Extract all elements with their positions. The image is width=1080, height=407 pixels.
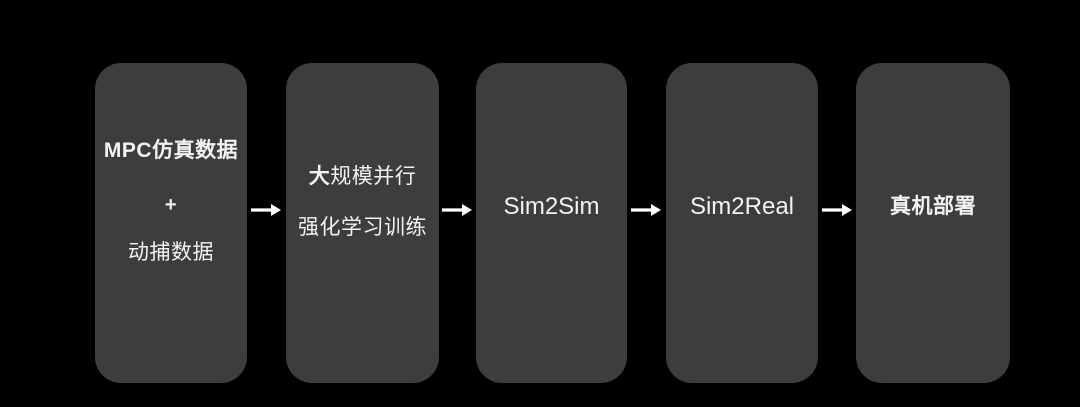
stage-label-line: 大规模并行: [309, 164, 417, 190]
stage-label-line: Sim2Sim: [503, 193, 600, 220]
right-arrow-icon: [441, 201, 473, 219]
stage-label: Sim2Sim: [503, 194, 599, 220]
stage-label-bold-part: 大: [308, 164, 331, 188]
stage-box-rl-training: 大规模并行 强化学习训练: [286, 63, 439, 383]
stage-label-line: 强化学习训练: [298, 215, 427, 239]
right-arrow-icon: [821, 201, 853, 219]
stage-label-line: MPC仿真数据: [103, 139, 239, 162]
stage-label-line: 动捕数据: [127, 241, 214, 264]
stage-label-regular-part: 规模并行: [330, 164, 417, 188]
stage-label: Sim2Real: [690, 194, 794, 220]
right-arrow-icon: [250, 201, 282, 219]
stage-box-mpc-mocap-data: MPC仿真数据 + 动捕数据: [95, 63, 247, 383]
plus-sign: +: [164, 194, 178, 216]
stage-label: MPC仿真数据 + 动捕数据: [104, 138, 238, 266]
stage-label-line: 真机部署: [890, 195, 976, 218]
stage-box-sim2real: Sim2Real: [666, 63, 818, 383]
stage-box-sim2sim: Sim2Sim: [476, 63, 627, 383]
stage-box-real-deployment: 真机部署: [856, 63, 1010, 383]
right-arrow-icon: [630, 201, 662, 219]
stage-label-line: Sim2Real: [689, 193, 795, 220]
stage-label: 大规模并行 强化学习训练: [298, 164, 427, 241]
stage-label: 真机部署: [890, 194, 976, 220]
